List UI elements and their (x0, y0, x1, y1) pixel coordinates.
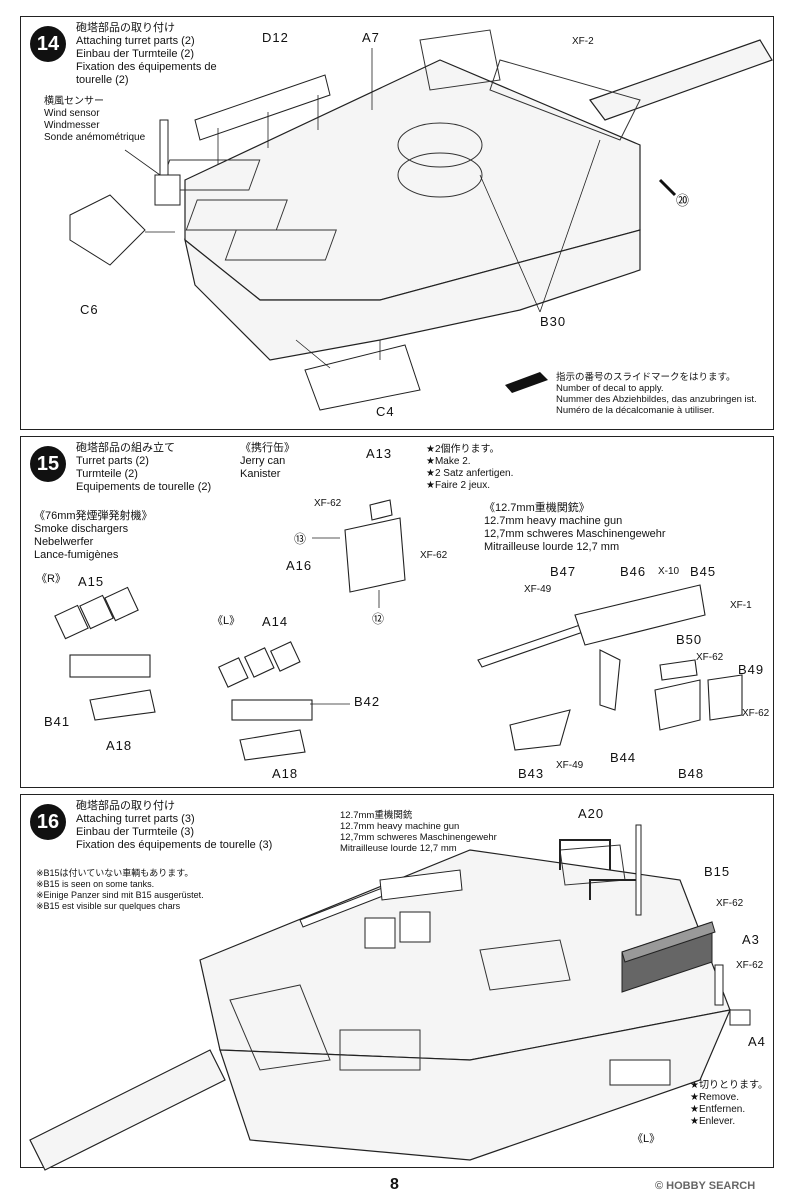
paint-xf-62-c: XF-62 (696, 652, 724, 663)
part-b49: B49 (738, 662, 765, 677)
part-a18-r: A18 (106, 738, 133, 753)
ref-13: ⑬ (294, 532, 307, 546)
paint-xf-62-a: XF-62 (314, 498, 342, 509)
remove-note: ★切りとります。 ★Remove. ★Entfernen. ★Enlever. (690, 1080, 768, 1127)
decal-note: 指示の番号のスライドマークをはります。 Number of decal to a… (556, 372, 757, 416)
right-mark: 《R》 (36, 573, 66, 585)
part-c4: C4 (376, 404, 395, 419)
part-b30: B30 (540, 314, 567, 329)
part-a18-l: A18 (272, 766, 299, 781)
paint-xf-49-a: XF-49 (524, 584, 552, 595)
step-15-title: 砲塔部品の組み立て Turret parts (2) Turmteile (2)… (76, 442, 212, 493)
part-b44: B44 (610, 750, 637, 765)
left-mark-16: 《L》 (632, 1133, 661, 1145)
step-16-number: 16 (30, 804, 66, 840)
part-a16: A16 (286, 558, 313, 573)
part-a20: A20 (578, 806, 605, 821)
part-d12: D12 (262, 30, 289, 45)
b15-note: ※B15は付いていない車輌もあります。 ※B15 is seen on some… (36, 868, 204, 911)
part-a13: A13 (366, 446, 393, 461)
part-a7: A7 (362, 30, 380, 45)
hmg-title: 《12.7mm重機関銃》 12.7mm heavy machine gun 12… (484, 502, 666, 553)
make-two-note: ★2個作ります。 ★Make 2. ★2 Satz anfertigen. ★F… (426, 444, 514, 491)
part-a4: A4 (748, 1034, 766, 1049)
watermark: © HOBBY SEARCH (655, 1180, 756, 1192)
part-a3: A3 (742, 932, 760, 947)
ref-12: ⑫ (372, 612, 385, 626)
part-c6: C6 (80, 302, 99, 317)
paint-x-10: X-10 (658, 566, 680, 577)
step-15-number: 15 (30, 446, 66, 482)
step-14-title: 砲塔部品の取り付け Attaching turret parts (2) Ein… (76, 22, 217, 86)
part-a15: A15 (78, 574, 105, 589)
part-b42: B42 (354, 694, 381, 709)
part-a14: A14 (262, 614, 289, 629)
paint-xf-62-e: XF-62 (716, 898, 744, 909)
step-16-title: 砲塔部品の取り付け Attaching turret parts (3) Ein… (76, 800, 273, 851)
paint-xf-62-f: XF-62 (736, 960, 764, 971)
left-mark: 《L》 (212, 615, 241, 627)
hmg-label-16: 12.7mm重機関銃 12.7mm heavy machine gun 12,7… (340, 810, 497, 854)
part-b45: B45 (690, 564, 717, 579)
paint-xf-2: XF-2 (572, 36, 594, 47)
decal-ref-20: ⑳ (676, 193, 690, 208)
part-b50: B50 (676, 632, 703, 647)
part-b47: B47 (550, 564, 577, 579)
step-14-number: 14 (30, 26, 66, 62)
part-b43: B43 (518, 766, 545, 781)
wind-sensor-label: 横風センサー Wind sensor Windmesser Sonde aném… (44, 96, 146, 143)
smoke-discharger-title: 《76mm発煙弾発射機》 Smoke dischargers Nebelwerf… (34, 510, 153, 561)
paint-xf-49-b: XF-49 (556, 760, 584, 771)
part-b48: B48 (678, 766, 705, 781)
part-b41: B41 (44, 714, 71, 729)
part-b15: B15 (704, 864, 731, 879)
paint-xf-1: XF-1 (730, 600, 752, 611)
jerry-can-title: 《携行缶》 Jerry can Kanister (240, 442, 295, 480)
paint-xf-62-b: XF-62 (420, 550, 448, 561)
page-number: 8 (390, 1176, 399, 1193)
part-b46: B46 (620, 564, 647, 579)
paint-xf-62-d: XF-62 (742, 708, 770, 719)
